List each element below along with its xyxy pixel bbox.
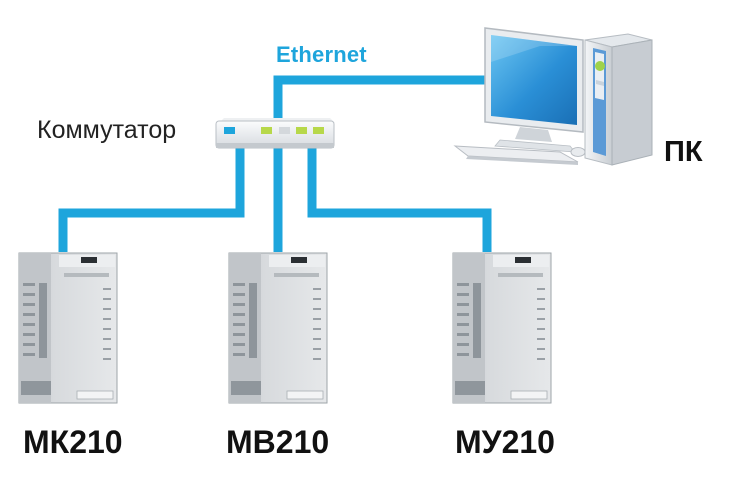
monitor-icon [484, 27, 584, 153]
ethernet-cables [58, 75, 492, 252]
device-mk210-icon [18, 252, 118, 404]
device-label-mv210: МВ210 [226, 424, 330, 460]
device-mu210-icon [452, 252, 552, 404]
switch-icon [215, 118, 335, 149]
pc-label: ПК [664, 136, 703, 168]
cable-switch-to-mk210 [58, 148, 245, 252]
mouse-icon [570, 147, 586, 157]
switch-label: Коммутатор [37, 116, 177, 144]
keyboard-icon [453, 145, 579, 165]
device-label-mu210: МУ210 [455, 424, 555, 460]
tower-icon [584, 33, 653, 166]
device-label-mk210: МК210 [23, 424, 123, 460]
pc-icon [453, 27, 653, 166]
cable-switch-to-pc [273, 75, 490, 125]
ethernet-label: Ethernet [276, 42, 367, 67]
device-mv210-icon [228, 252, 328, 404]
cable-switch-to-mu210 [307, 148, 492, 252]
